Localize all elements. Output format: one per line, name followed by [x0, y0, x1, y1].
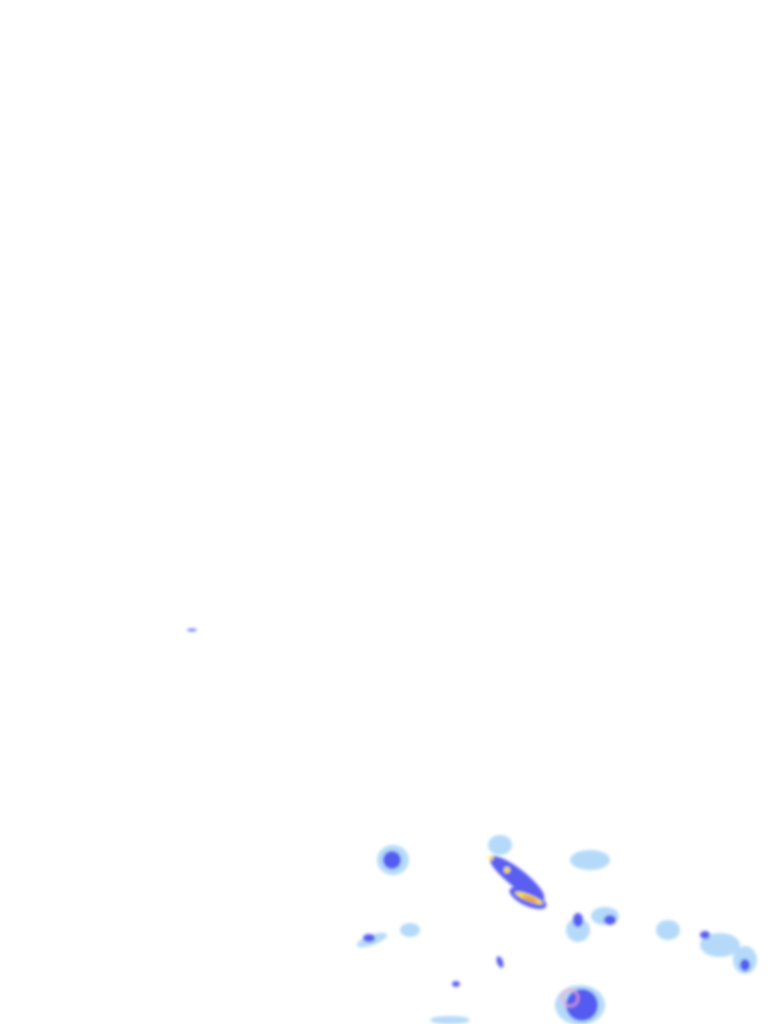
radar-echo — [383, 851, 401, 869]
radar-echo — [573, 913, 583, 927]
radar-echo — [522, 895, 538, 903]
radar-echo — [187, 628, 197, 632]
radar-echo — [570, 850, 610, 870]
radar-echo — [452, 981, 460, 987]
radar-echo — [566, 918, 590, 942]
radar-echo — [496, 956, 504, 968]
radar-echo — [740, 959, 750, 971]
light-precipitation — [356, 835, 757, 1024]
radar-echo — [656, 920, 680, 940]
radar-echo — [400, 923, 420, 937]
radar-echo — [504, 867, 510, 873]
radar-echo — [363, 934, 375, 942]
radar-echo — [489, 855, 545, 901]
radar-echo — [488, 835, 512, 855]
radar-echo — [561, 989, 579, 1007]
radar-echo — [700, 933, 740, 957]
radar-echo — [700, 931, 710, 939]
radar-echo — [604, 915, 616, 925]
radar-echo — [430, 1016, 470, 1024]
medium-precipitation — [187, 628, 750, 1021]
radar-echo — [566, 989, 598, 1021]
intense-precipitation — [522, 895, 538, 903]
radar-echo — [488, 856, 494, 860]
hail-area — [561, 989, 579, 1007]
